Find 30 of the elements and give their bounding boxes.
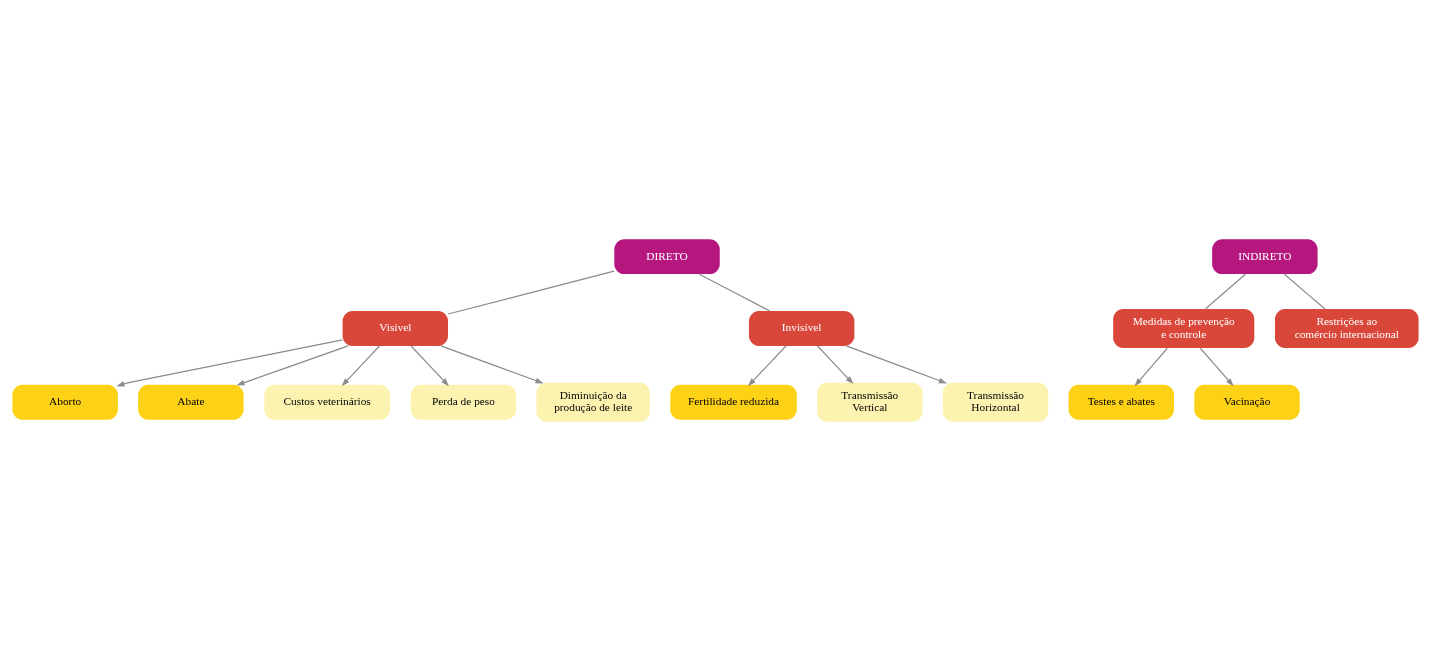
arrow (1134, 347, 1168, 387)
node-box: Diminuição da produção de leite (536, 382, 650, 422)
connector (447, 270, 615, 315)
node-box: INDIRETO (1212, 239, 1318, 275)
node-box: Medidas de prevenção e controle (1113, 309, 1255, 348)
node-box: Testes e abates (1068, 384, 1174, 420)
node-box: Fertilidade reduzida (670, 384, 797, 420)
node-box: Transmissão Horizontal (942, 382, 1049, 422)
node-box: Restrições ao comércio internacional (1275, 309, 1419, 348)
arrow (440, 345, 544, 384)
node-box: Transmissão Vertical (817, 382, 923, 422)
arrow (116, 339, 344, 387)
arrow (410, 345, 449, 387)
node-box: Invisível (748, 311, 855, 346)
arrow (341, 345, 381, 387)
node-box: Visível (342, 311, 448, 346)
connector (1283, 273, 1326, 310)
arrow (236, 345, 349, 386)
node-box: DIRETO (614, 239, 720, 275)
node-box: Vacinação (1194, 384, 1300, 420)
node-box: Perda de peso (410, 384, 517, 420)
node-box: Custos veterinários (264, 384, 390, 420)
arrow (816, 345, 854, 385)
connector (1205, 273, 1247, 310)
connector (698, 273, 771, 312)
arrow (748, 345, 787, 387)
arrow (845, 345, 947, 384)
arrow (1199, 347, 1234, 387)
node-box: Aborto (12, 384, 118, 420)
node-box: Abate (138, 384, 244, 420)
